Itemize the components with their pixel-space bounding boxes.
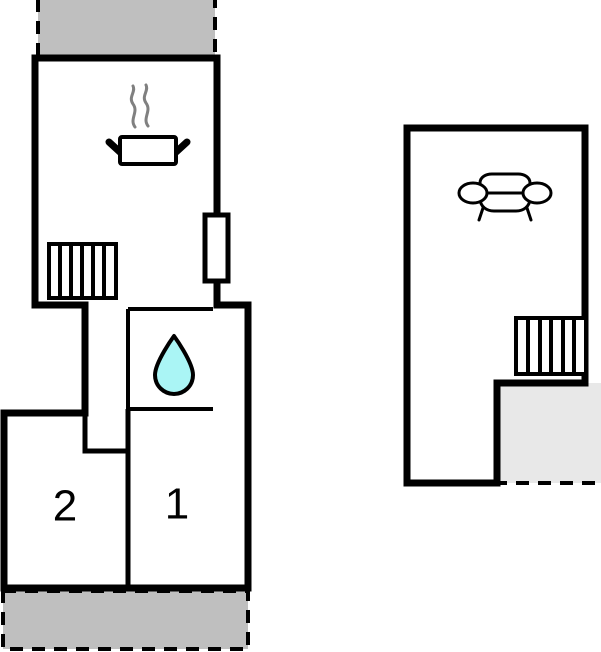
window-icon — [202, 212, 231, 284]
pot-body — [118, 135, 178, 166]
stairs-icon-right — [514, 316, 588, 376]
terrace-right — [497, 383, 601, 485]
room-number-1: 1 — [165, 480, 189, 529]
unit-right — [403, 124, 601, 487]
terrace-bottom — [1, 589, 250, 651]
room-number-2: 2 — [53, 482, 77, 531]
window-frame — [202, 212, 231, 284]
stairs-icon-left — [47, 242, 118, 300]
unit-left: 2 1 — [0, 0, 252, 651]
terrace-right-area — [497, 383, 601, 483]
water-drop-icon — [153, 334, 195, 396]
sofa-arm-left — [457, 181, 489, 205]
terrace-top — [36, 0, 217, 60]
cooking-pot-icon — [105, 83, 191, 166]
sofa-icon — [457, 172, 553, 222]
steam-left — [129, 84, 137, 129]
terrace-bottom-area — [1, 589, 250, 651]
steam-right — [142, 83, 150, 128]
wall-hallway-stub — [82, 413, 128, 454]
water-drop-shape — [153, 334, 195, 396]
sofa-arm-right — [521, 181, 553, 205]
unit-right-outer-wall — [403, 124, 589, 487]
terrace-top-area — [36, 0, 217, 60]
